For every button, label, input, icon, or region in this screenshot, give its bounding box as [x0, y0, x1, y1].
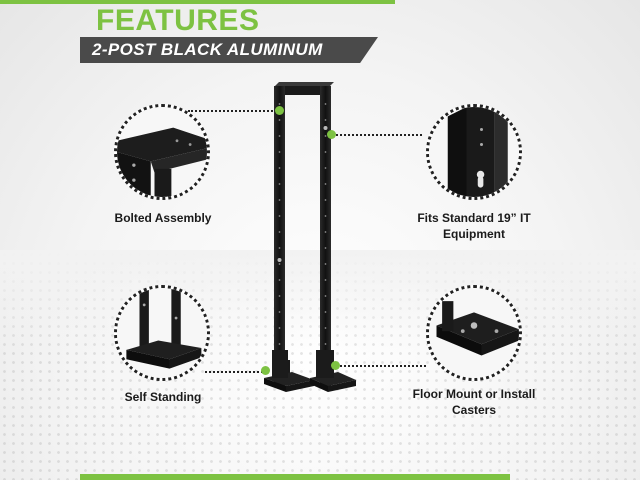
bottom-accent-line: [80, 474, 510, 480]
callout-label-standing: Self Standing: [124, 390, 202, 404]
callout-label-fits-line2: Equipment: [443, 227, 505, 241]
callout-floor-mount: [426, 285, 522, 381]
self-standing-detail-image: [117, 288, 207, 378]
callout-label-floor-line2: Casters: [451, 403, 497, 417]
callout-label-floor-line1: Floor Mount or Install: [412, 387, 536, 401]
callout-dot-bolted: [275, 106, 284, 115]
fits-standard-detail-image: [429, 107, 519, 197]
leader-line-fits: [332, 134, 422, 136]
bolted-assembly-detail-image: [117, 107, 207, 197]
callout-dot-floor: [331, 361, 340, 370]
leader-line-standing: [205, 371, 267, 373]
callout-dot-fits: [327, 130, 336, 139]
leader-line-bolted: [188, 110, 276, 112]
top-accent-line: [0, 0, 395, 4]
floor-mount-detail-image: [429, 288, 519, 378]
callout-fits-standard: [426, 104, 522, 200]
callout-label-bolted: Bolted Assembly: [114, 211, 212, 225]
callout-label-fits-line1: Fits Standard 19” IT: [417, 211, 531, 225]
callout-self-standing: [114, 285, 210, 381]
leader-line-floor: [336, 365, 426, 367]
page-subtitle: 2-POST BLACK ALUMINUM: [92, 40, 323, 59]
callout-dot-standing: [261, 366, 270, 375]
rack-product-image: [264, 82, 356, 392]
subtitle-banner: [80, 37, 378, 63]
page-title: FEATURES: [96, 4, 260, 37]
callout-bolted-assembly: [114, 104, 210, 200]
